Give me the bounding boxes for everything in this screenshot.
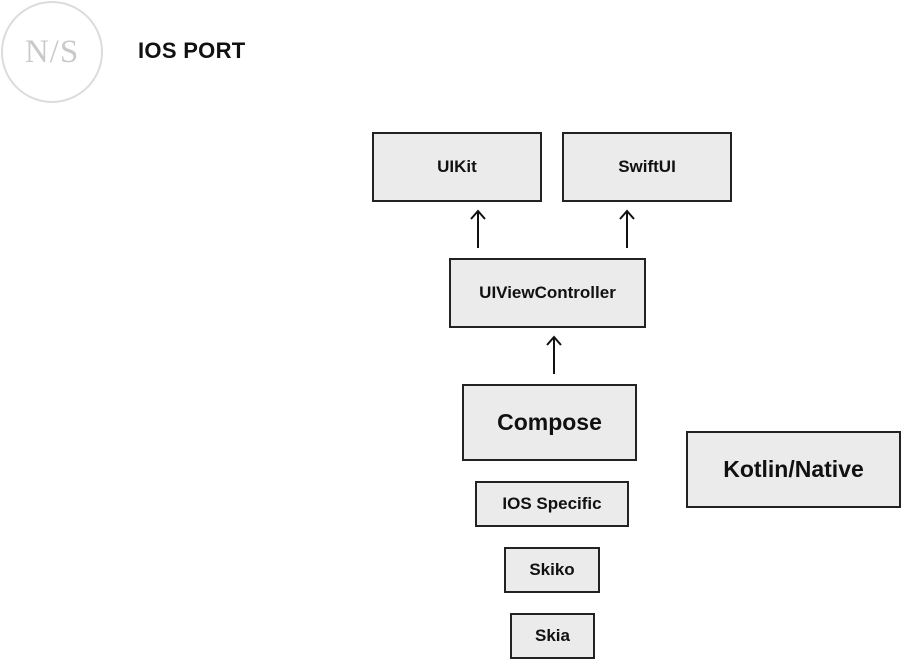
arrowhead-uikit — [470, 209, 486, 220]
skiko-box: Skiko — [504, 547, 600, 593]
compose-box: Compose — [462, 384, 637, 461]
logo-text: N/S — [24, 33, 80, 70]
logo: N/S — [1, 1, 103, 103]
swiftui-box: SwiftUI — [562, 132, 732, 202]
uiviewcontroller-box: UIViewController — [449, 258, 646, 328]
skia-box: Skia — [510, 613, 595, 659]
arrowhead-uiviewcontroller — [546, 335, 562, 346]
uikit-box: UIKit — [372, 132, 542, 202]
ios-specific-box: IOS Specific — [475, 481, 629, 527]
arrowhead-swiftui — [619, 209, 635, 220]
page-title: IOS PORT — [138, 38, 246, 63]
kotlin-native-box: Kotlin/Native — [686, 431, 901, 508]
